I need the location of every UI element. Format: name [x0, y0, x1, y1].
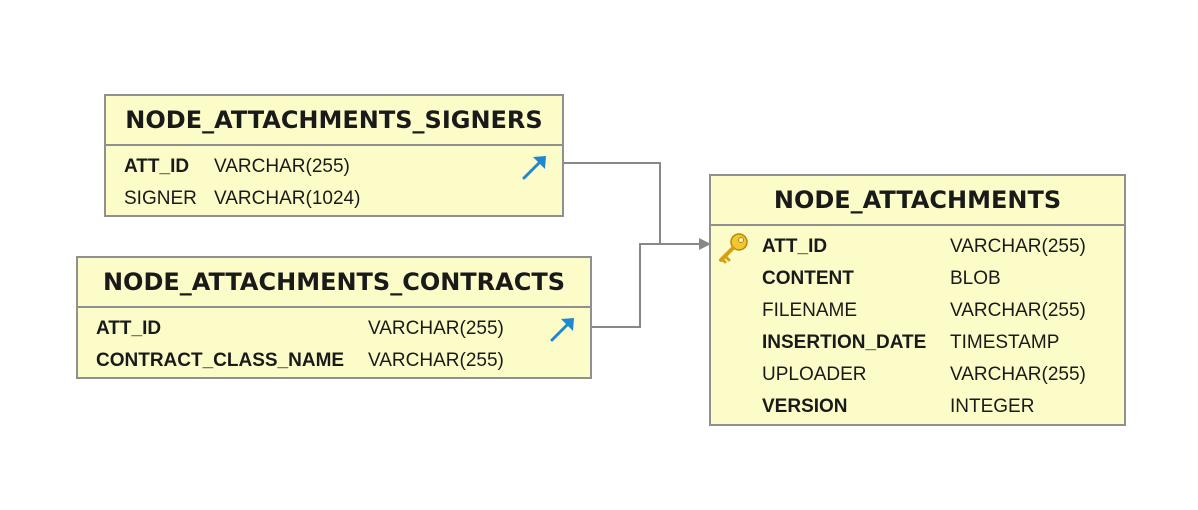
table-columns: ATT_ID VARCHAR(255) CONTRACT_CLASS_NAME …: [78, 308, 590, 378]
column-name: INSERTION_DATE: [762, 332, 927, 353]
column-row[interactable]: CONTRACT_CLASS_NAME VARCHAR(255): [78, 346, 590, 378]
column-type: VARCHAR(255): [368, 350, 504, 371]
key-icon: [719, 233, 748, 264]
column-name: ATT_ID: [762, 236, 828, 257]
column-type: VARCHAR(255): [214, 156, 350, 177]
column-name: CONTENT: [762, 268, 854, 289]
column-type: BLOB: [950, 268, 1001, 289]
table-columns: ATT_ID VARCHAR(255) CONTENT BLOB FILENAM…: [711, 226, 1124, 424]
column-type: VARCHAR(1024): [214, 188, 361, 209]
table-node-attachments-contracts[interactable]: NODE_ATTACHMENTS_CONTRACTS ATT_ID VARCHA…: [76, 256, 592, 379]
column-row[interactable]: INSERTION_DATE TIMESTAMP: [711, 328, 1124, 360]
contracts-to-attachments-line: [592, 243, 700, 328]
table-node-attachments-signers[interactable]: NODE_ATTACHMENTS_SIGNERS ATT_ID VARCHAR(…: [104, 94, 564, 217]
table-columns: ATT_ID VARCHAR(255) SIGNER VARCHAR(1024): [106, 146, 562, 216]
foreign-key-arrow-icon: [550, 318, 574, 342]
column-name: ATT_ID: [96, 318, 162, 339]
column-row[interactable]: ATT_ID VARCHAR(255): [711, 232, 1124, 264]
table-node-attachments[interactable]: NODE_ATTACHMENTS ATT_ID VARCHAR(255) CON…: [709, 174, 1126, 426]
foreign-key-arrow-icon: [522, 156, 546, 180]
column-row[interactable]: VERSION INTEGER: [711, 392, 1124, 424]
column-name: ATT_ID: [124, 156, 190, 177]
column-name: UPLOADER: [762, 364, 867, 385]
column-row[interactable]: UPLOADER VARCHAR(255): [711, 360, 1124, 392]
column-row[interactable]: SIGNER VARCHAR(1024): [106, 184, 562, 216]
column-name: SIGNER: [124, 188, 197, 209]
column-type: INTEGER: [950, 396, 1035, 417]
column-name: VERSION: [762, 396, 848, 417]
column-name: FILENAME: [762, 300, 858, 321]
table-title: NODE_ATTACHMENTS_SIGNERS: [106, 96, 562, 146]
column-row[interactable]: FILENAME VARCHAR(255): [711, 296, 1124, 328]
column-type: VARCHAR(255): [950, 364, 1086, 385]
column-type: TIMESTAMP: [950, 332, 1060, 353]
signers-to-attachments-line: [564, 162, 711, 250]
column-row[interactable]: ATT_ID VARCHAR(255): [78, 314, 590, 346]
column-type: VARCHAR(255): [950, 236, 1086, 257]
table-title: NODE_ATTACHMENTS_CONTRACTS: [78, 258, 590, 308]
column-type: VARCHAR(255): [950, 300, 1086, 321]
column-row[interactable]: CONTENT BLOB: [711, 264, 1124, 296]
column-type: VARCHAR(255): [368, 318, 504, 339]
column-name: CONTRACT_CLASS_NAME: [96, 350, 345, 371]
table-title: NODE_ATTACHMENTS: [711, 176, 1124, 226]
column-row[interactable]: ATT_ID VARCHAR(255): [106, 152, 562, 184]
